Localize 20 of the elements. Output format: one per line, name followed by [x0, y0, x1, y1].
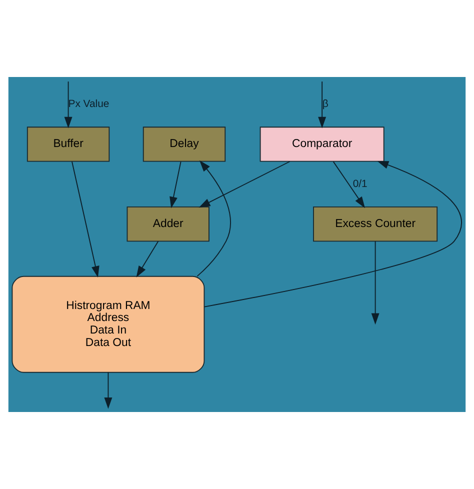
- node-box: Buffer: [26, 126, 110, 162]
- arrow: [196, 160, 232, 277]
- arrow: [198, 161, 290, 208]
- node-box: Adder: [126, 206, 210, 242]
- edge-label: 0/1: [352, 178, 368, 190]
- arrow: [72, 161, 100, 278]
- arrow: [104, 372, 112, 409]
- node-box: Comparator: [260, 126, 384, 162]
- arrow: [204, 160, 462, 308]
- arrow: [318, 81, 326, 128]
- arrow: [332, 161, 366, 208]
- edge-label: β: [322, 98, 328, 110]
- arrow: [136, 240, 159, 278]
- arrow: [64, 81, 72, 128]
- node-box: Delay: [142, 126, 226, 162]
- node-box: Excess Counter: [313, 206, 438, 242]
- arrow: [371, 240, 380, 325]
- edge-label: Px Value: [68, 98, 110, 110]
- arrow: [170, 161, 182, 208]
- node-box: Histrogram RAM Address Data In Data Out: [12, 276, 205, 373]
